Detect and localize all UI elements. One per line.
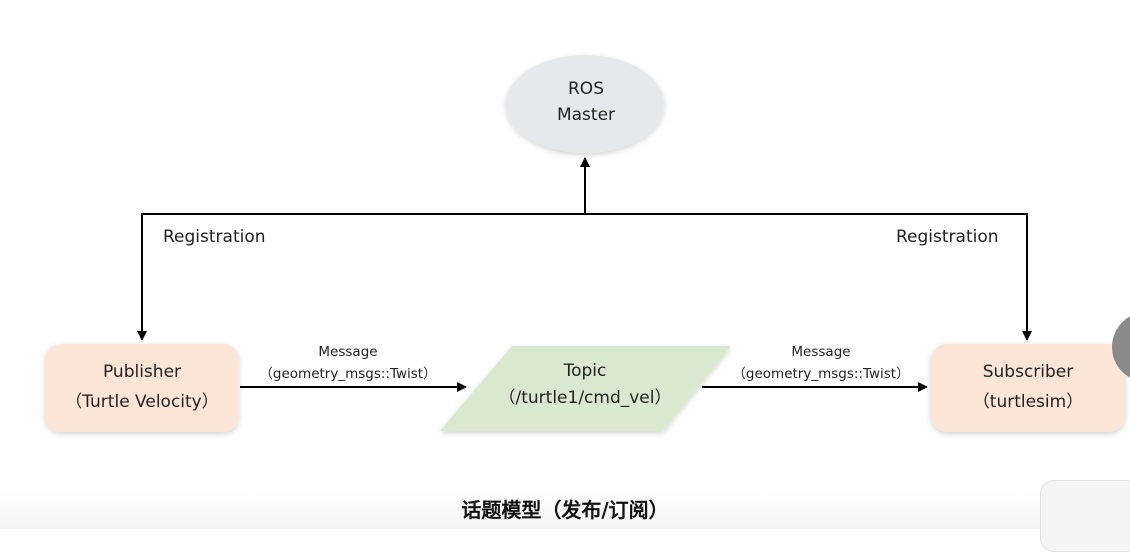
message-left-line1: Message [318, 344, 378, 360]
ros-master-label: ROS Master [512, 76, 660, 128]
registration-right-label: Registration [896, 227, 999, 247]
topic-label: Topic （/turtle1/cmd_vel） [480, 358, 690, 412]
message-right-line2: （geometry_msgs::Twist） [732, 366, 910, 382]
subscriber-line2: （turtlesim） [972, 392, 1084, 412]
registration-left-label: Registration [163, 227, 266, 247]
message-left-line2: （geometry_msgs::Twist） [259, 366, 437, 382]
corner-overlay-widget[interactable] [1040, 480, 1130, 552]
diagram-canvas [45, 55, 1125, 432]
message-left-label: Message （geometry_msgs::Twist） [240, 341, 456, 385]
bottom-shade [0, 490, 1130, 529]
topic-line1: Topic [563, 361, 607, 381]
floating-round-button[interactable] [1112, 312, 1130, 382]
registration-connector [141, 213, 1028, 330]
subscriber-line1: Subscriber [982, 362, 1074, 382]
subscriber-node [931, 344, 1125, 432]
topic-node [440, 346, 731, 431]
message-right-label: Message （geometry_msgs::Twist） [710, 341, 932, 385]
diagram-caption: 话题模型（发布/订阅） [461, 498, 669, 522]
publisher-line2: （Turtle Velocity） [65, 392, 219, 412]
publisher-label: Publisher （Turtle Velocity） [45, 357, 239, 417]
publisher-node [45, 344, 239, 432]
ros-master-node [506, 55, 664, 153]
message-right-line1: Message [791, 344, 851, 360]
ros-master-line1: ROS [568, 79, 604, 99]
publisher-line1: Publisher [102, 362, 182, 382]
ros-master-line2: Master [556, 105, 616, 125]
subscriber-label: Subscriber （turtlesim） [931, 357, 1125, 417]
topic-line2: （/turtle1/cmd_vel） [498, 388, 672, 408]
